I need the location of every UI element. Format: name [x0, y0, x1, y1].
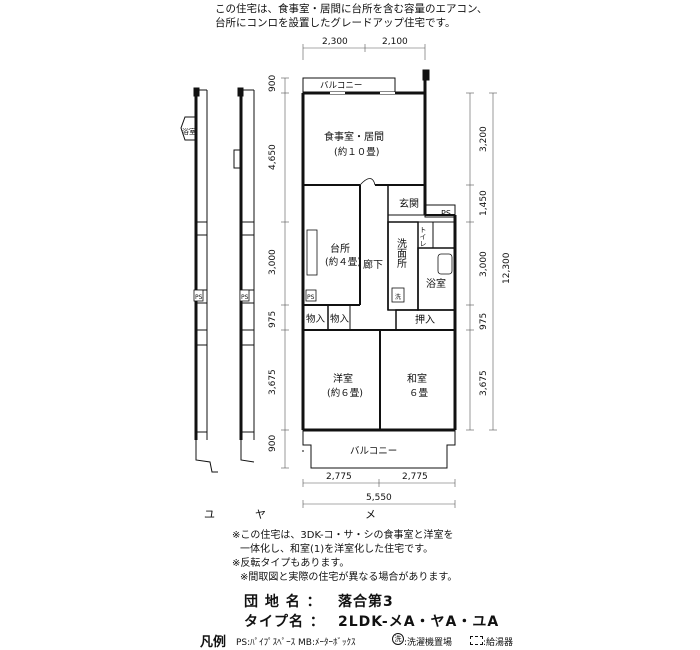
- kitchen-size: (約４畳): [325, 256, 361, 268]
- legend-items: PS:ﾊﾟｲﾌﾟｽﾍﾟｰｽ MB:ﾒｰﾀｰﾎﾞｯｸｽ: [236, 638, 356, 648]
- note-line-3: ※反転タイプもあります。: [232, 558, 350, 569]
- balcony-top-label: バルコニー: [320, 81, 362, 91]
- dim-left-1: 4,650: [268, 144, 278, 170]
- dim-top-left: 2,300: [322, 37, 348, 47]
- bath-label: 浴室: [426, 277, 446, 290]
- side-ps-label-2: PS: [241, 294, 249, 301]
- washer-mark: 洗: [395, 293, 401, 301]
- dim-left-0: 900: [268, 75, 278, 92]
- top-note-line-2: 台所にコンロを設置したグレードアップ住宅です。: [215, 17, 456, 29]
- estate-name-label: 団 地 名 ：: [244, 594, 322, 610]
- top-note-line-1: この住宅は、食事室・居間に台所を含む容量のエアコン、: [215, 3, 488, 15]
- legend-heater-icon: [470, 636, 483, 645]
- washroom-label: 洗面所: [395, 238, 407, 269]
- legend-heater-text: :給湯器: [483, 638, 514, 648]
- balcony-bottom-label: バルコニー: [350, 446, 397, 457]
- dim-bottom-right: 2,775: [402, 472, 428, 482]
- dim-left-4: 3,675: [268, 369, 278, 395]
- legend-washer-text: :洗濯機置場: [404, 638, 453, 648]
- dimension-lines: [281, 44, 497, 508]
- type-letter-yu: ユ: [204, 508, 215, 521]
- dim-right-3: 975: [479, 313, 489, 330]
- type-name-label: タイプ名 ：: [244, 614, 325, 630]
- main-ps-small: PS: [307, 294, 315, 301]
- dim-left-labels: 900 4,650 3,000 975 3,675 900: [268, 75, 278, 452]
- dim-left-3: 975: [268, 311, 278, 328]
- main-unit-walls: [301, 69, 457, 469]
- type-name-value: 2LDK-メA・ヤA・ユA: [338, 614, 500, 630]
- japanese-room-label: 和室: [407, 372, 427, 385]
- dim-bottom-total: 5,550: [366, 493, 392, 503]
- western-room-label: 洋室: [333, 372, 353, 385]
- kitchen-label: 台所: [330, 242, 350, 255]
- dim-right-labels: 3,200 1,450 3,000 975 3,675 12,300: [479, 126, 512, 396]
- side-units: [180, 87, 255, 473]
- dim-right-total: 12,300: [502, 252, 512, 284]
- legend-washer-mark: 洗: [392, 633, 404, 645]
- dim-right-0: 3,200: [479, 126, 489, 152]
- ps-label: PS: [441, 209, 451, 218]
- side-bath-label: 浴室: [182, 127, 196, 136]
- dim-right-4: 3,675: [479, 370, 489, 396]
- type-letter-ya: ヤ: [255, 508, 266, 521]
- side-ps-label-1: PS: [195, 294, 203, 301]
- dim-bottom-left: 2,775: [326, 472, 352, 482]
- estate-name-value: 落合第3: [338, 594, 394, 610]
- dim-left-2: 3,000: [268, 249, 278, 275]
- dim-right-1: 1,450: [479, 190, 489, 216]
- closet-label: 押入: [415, 313, 435, 326]
- western-room-size: (約６畳): [327, 387, 363, 399]
- toilet-label: トイレ: [419, 226, 427, 247]
- dim-left-5: 900: [268, 435, 278, 452]
- dim-right-2: 3,000: [479, 251, 489, 277]
- note-line-4: ※間取図と実際の住宅が異なる場合があります。: [240, 572, 458, 583]
- entrance-label: 玄関: [399, 197, 419, 210]
- storage-2-label: 物入: [330, 313, 350, 325]
- note-line-2: 一体化し、和室(1)を洋室化した住宅です。: [240, 544, 434, 555]
- dining-living-size: (約１０畳): [334, 146, 379, 158]
- legend-title: 凡例: [200, 635, 227, 650]
- dining-living-label: 食事室・居間: [324, 130, 384, 143]
- dim-top-right: 2,100: [382, 37, 408, 47]
- note-line-1: ※この住宅は、3DK-コ・サ・シの食事室と洋室を: [232, 530, 454, 541]
- hallway-label: 廊下: [363, 258, 383, 271]
- type-letter-me: メ: [365, 508, 376, 521]
- japanese-room-size: ６畳: [409, 388, 429, 399]
- storage-1-label: 物入: [306, 313, 326, 325]
